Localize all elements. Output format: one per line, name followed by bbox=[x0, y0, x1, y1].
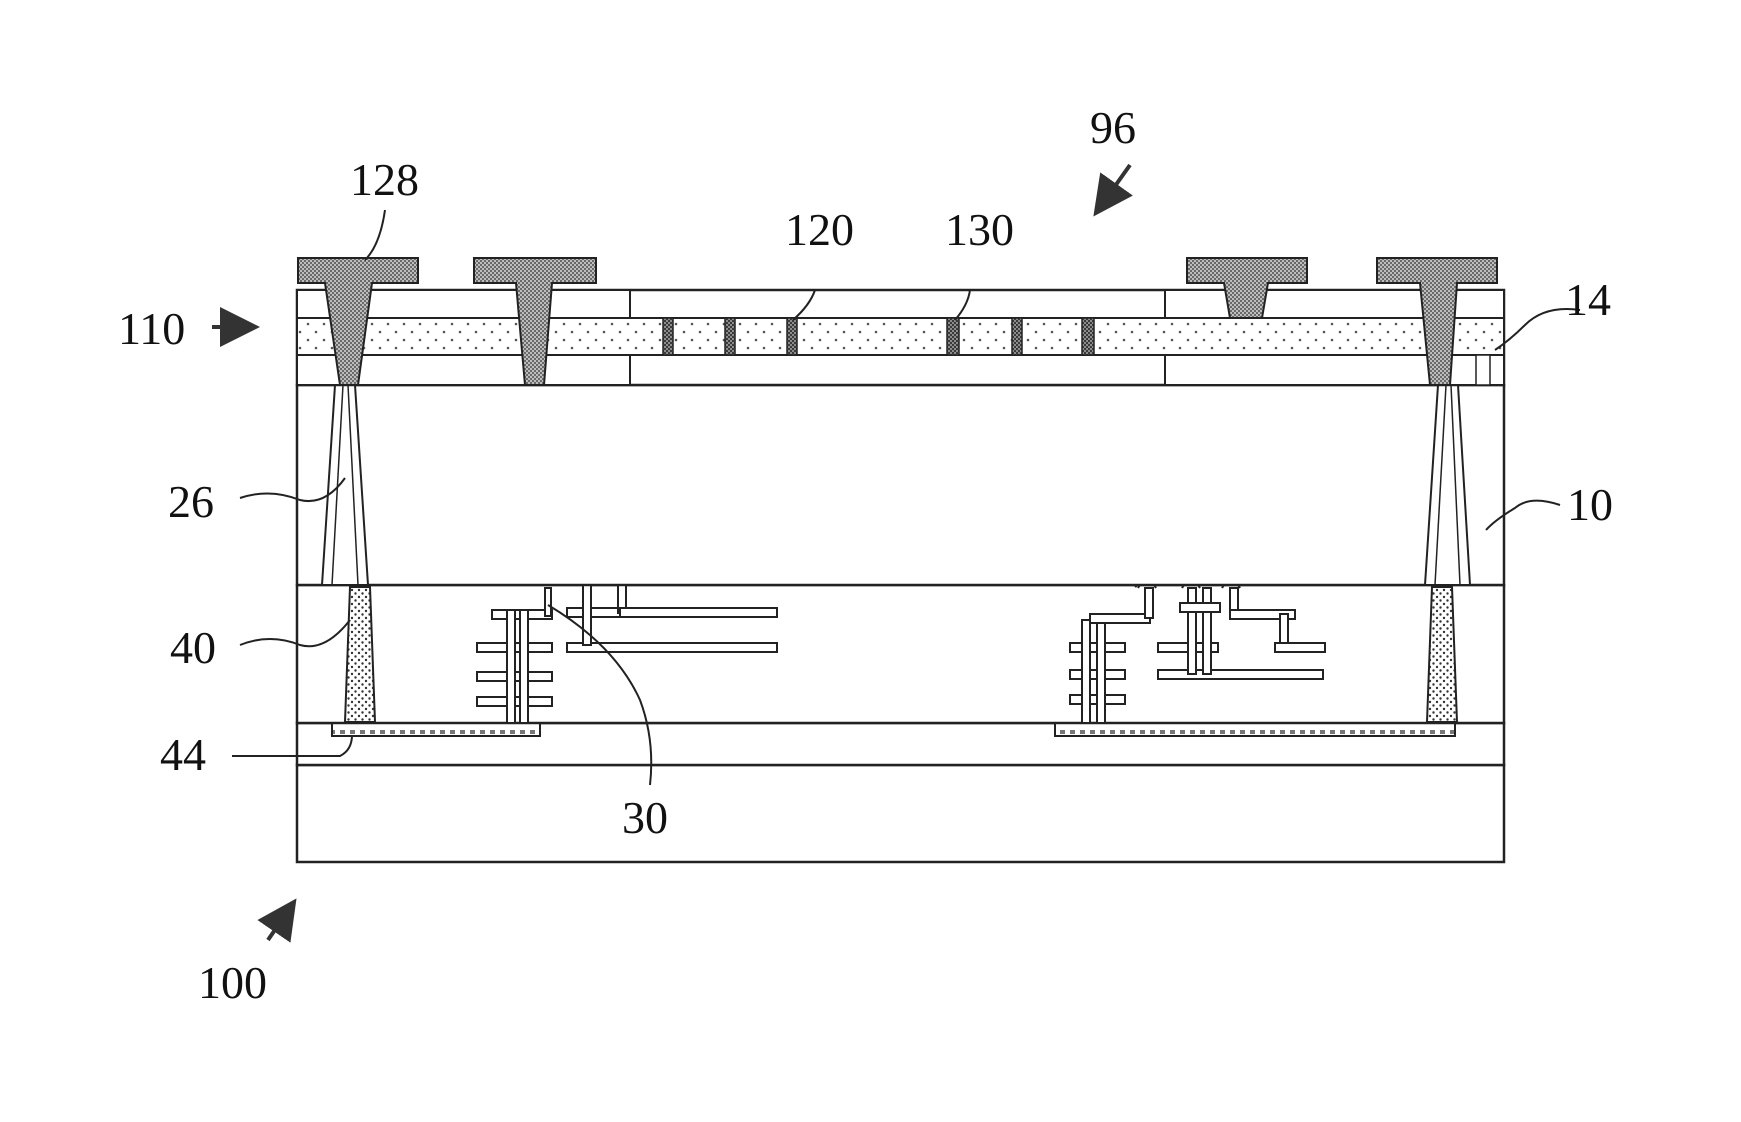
label-26: 26 bbox=[168, 476, 214, 527]
upper-layer-10 bbox=[297, 385, 1504, 585]
label-14: 14 bbox=[1565, 274, 1611, 325]
label-40: 40 bbox=[170, 622, 216, 673]
label-44: 44 bbox=[160, 729, 206, 780]
label-110: 110 bbox=[118, 303, 185, 354]
label-130: 130 bbox=[945, 204, 1014, 255]
substrate-100 bbox=[297, 765, 1504, 862]
label-30: 30 bbox=[622, 792, 668, 843]
label-96: 96 bbox=[1090, 102, 1136, 153]
interconnect-layer-40 bbox=[297, 583, 1504, 723]
label-100: 100 bbox=[198, 957, 267, 1008]
top-layer-110 bbox=[297, 290, 1504, 385]
label-10: 10 bbox=[1567, 479, 1613, 530]
label-128: 128 bbox=[350, 154, 419, 205]
label-120: 120 bbox=[785, 204, 854, 255]
bottom-layer-44 bbox=[297, 722, 1504, 765]
